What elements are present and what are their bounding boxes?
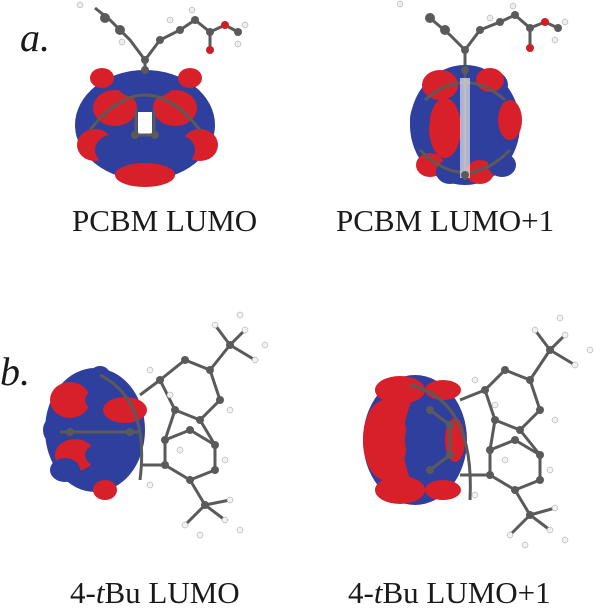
pcbm-lumo-plus1-caption: PCBM LUMO+1 — [336, 203, 555, 238]
tbu-lumo-plus1-caption-suffix: Bu LUMO+1 — [382, 575, 551, 610]
panel-a-label: a. — [20, 15, 50, 60]
tbu-lumo-caption: 4-tBu LUMO — [70, 577, 240, 608]
pcbm-lumo-caption: PCBM LUMO — [72, 203, 258, 238]
tbu-lumo-plus1-molecule-icon — [363, 314, 594, 549]
tbu-lumo-plus1-caption: 4-tBu LUMO+1 — [348, 577, 551, 608]
tbu-lumo-caption-prefix: 4- — [70, 575, 96, 610]
pcbm-lumo-molecule-icon — [75, 1, 249, 187]
tbu-lumo-molecule-icon — [43, 311, 269, 539]
tbu-lumo-plus1-caption-italic: t — [373, 575, 383, 610]
tbu-lumo-plus1-caption-prefix: 4- — [348, 575, 374, 610]
pcbm-lumo-figure — [60, 0, 260, 195]
pcbm-lumo-plus1-figure — [390, 0, 570, 195]
panel-b-label: b. — [0, 349, 30, 394]
tbu-lumo-caption-italic: t — [95, 575, 105, 610]
tbu-lumo-plus1-figure — [355, 290, 600, 550]
tbu-lumo-figure — [40, 300, 280, 550]
tbu-lumo-caption-suffix: Bu LUMO — [104, 575, 240, 610]
pcbm-lumo-plus1-molecule-icon — [396, 0, 569, 185]
